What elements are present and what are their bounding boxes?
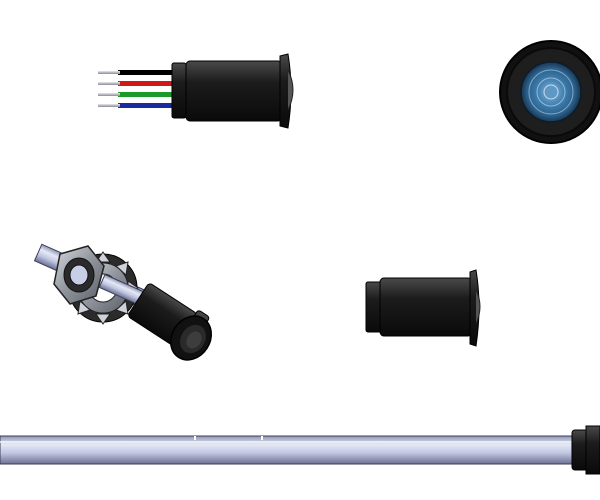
hex-nut <box>53 245 105 305</box>
led-assembled-with-nut-and-washer-angled-view <box>33 243 213 361</box>
wire-bundle <box>98 70 174 108</box>
led-housing-side-view <box>365 269 481 347</box>
led-front-view-lens <box>499 40 600 144</box>
led-with-wires-side-view <box>98 53 294 129</box>
led-with-clear-tube-side-view <box>0 425 600 475</box>
